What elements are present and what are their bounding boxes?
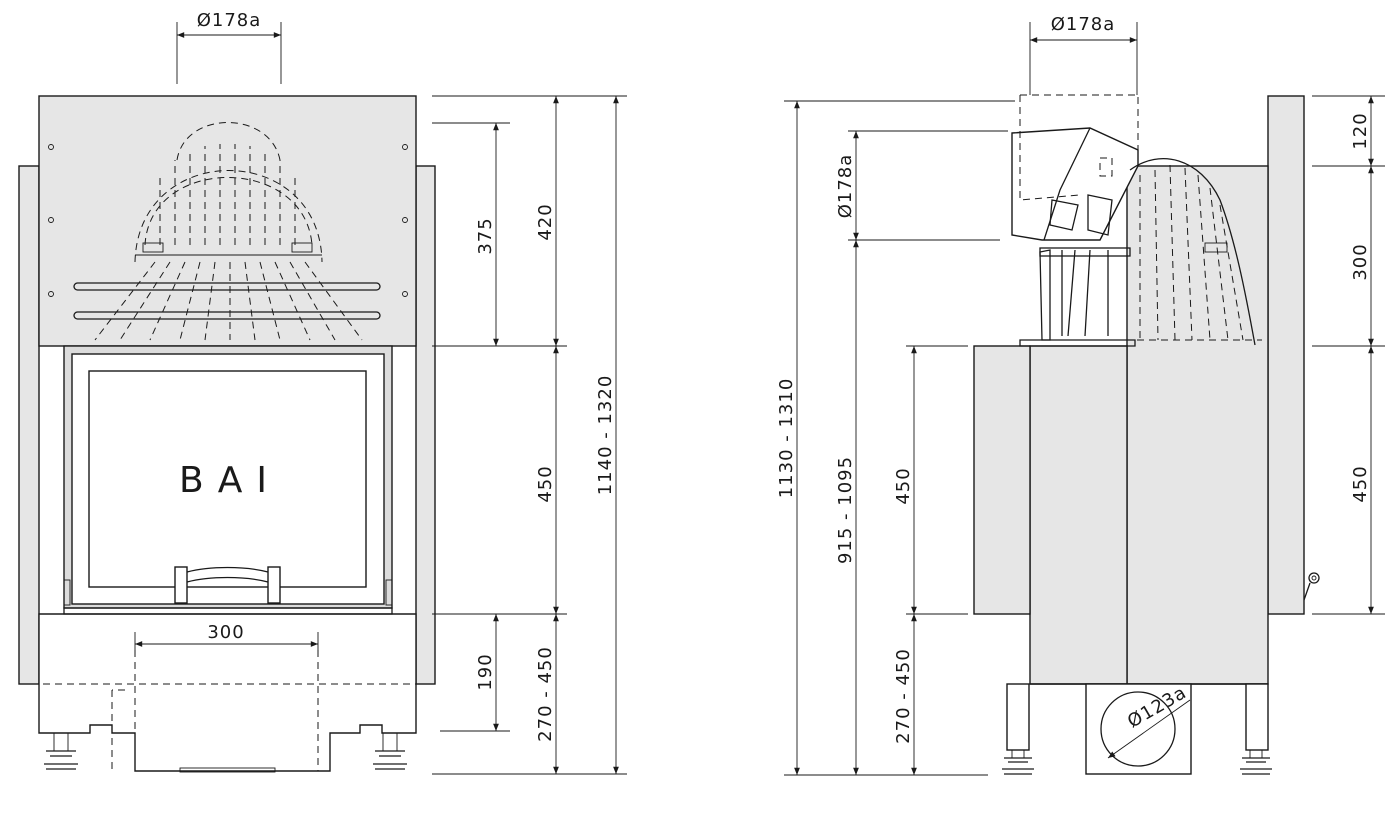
- side-view: Ø123a: [776, 14, 1385, 776]
- side-damper-lever[interactable]: [1303, 572, 1320, 601]
- front-convection-dome: [94, 122, 363, 341]
- svg-text:Ø178a: Ø178a: [197, 10, 262, 31]
- side-door-profile: [973, 345, 1031, 615]
- svg-text:190: 190: [475, 653, 496, 690]
- side-left-dimensions: 1130 - 1310 Ø178a 915 - 1095 450 270 - 4…: [776, 100, 1015, 776]
- svg-text:450: 450: [893, 467, 914, 504]
- svg-text:1140 - 1320: 1140 - 1320: [595, 375, 616, 496]
- front-grill-bar-upper: [73, 282, 381, 291]
- svg-text:450: 450: [535, 465, 556, 502]
- side-back-panel: [1267, 95, 1305, 615]
- front-top-hood: [38, 95, 417, 347]
- svg-text:1130 - 1310: 1130 - 1310: [776, 378, 797, 499]
- svg-text:420: 420: [535, 203, 556, 240]
- front-door-glass: [88, 370, 367, 588]
- side-main-body: [1126, 165, 1269, 685]
- front-adjustable-feet: [44, 732, 407, 770]
- svg-text:915 - 1095: 915 - 1095: [835, 456, 856, 564]
- front-model-label: BAI: [179, 460, 281, 501]
- front-screws: [48, 144, 408, 297]
- side-right-dimensions: 120 300 450: [1312, 95, 1385, 615]
- svg-text:450: 450: [1350, 465, 1371, 502]
- front-door-handle[interactable]: [174, 566, 281, 604]
- svg-text:120: 120: [1350, 112, 1371, 149]
- side-air-inlet: Ø123a: [1085, 682, 1192, 775]
- front-left-side-frame: [18, 165, 40, 685]
- front-width-300-dimension: 300: [134, 622, 319, 650]
- svg-text:300: 300: [1350, 243, 1371, 280]
- front-right-side-frame: [415, 165, 436, 685]
- front-flue-dimension: Ø178a: [176, 10, 282, 84]
- front-grill-bar-lower: [73, 311, 381, 320]
- svg-text:Ø178a: Ø178a: [1051, 14, 1116, 35]
- side-flue-collar: [1011, 94, 1139, 347]
- svg-text:375: 375: [475, 217, 496, 254]
- side-adjustable-feet: [1002, 749, 1272, 775]
- side-convection-dome: [1125, 158, 1262, 346]
- svg-text:300: 300: [207, 622, 244, 643]
- front-vertical-dimensions: 375 420 450 190 270 - 450 1140 - 1320: [432, 95, 627, 775]
- svg-text:270 - 450: 270 - 450: [893, 648, 914, 744]
- front-view: BAI Ø178a: [18, 10, 627, 775]
- svg-text:Ø178a: Ø178a: [835, 154, 856, 219]
- svg-text:270 - 450: 270 - 450: [535, 646, 556, 742]
- side-flue-dimension: Ø178a: [1029, 14, 1138, 95]
- side-body-front-section: [1029, 345, 1128, 685]
